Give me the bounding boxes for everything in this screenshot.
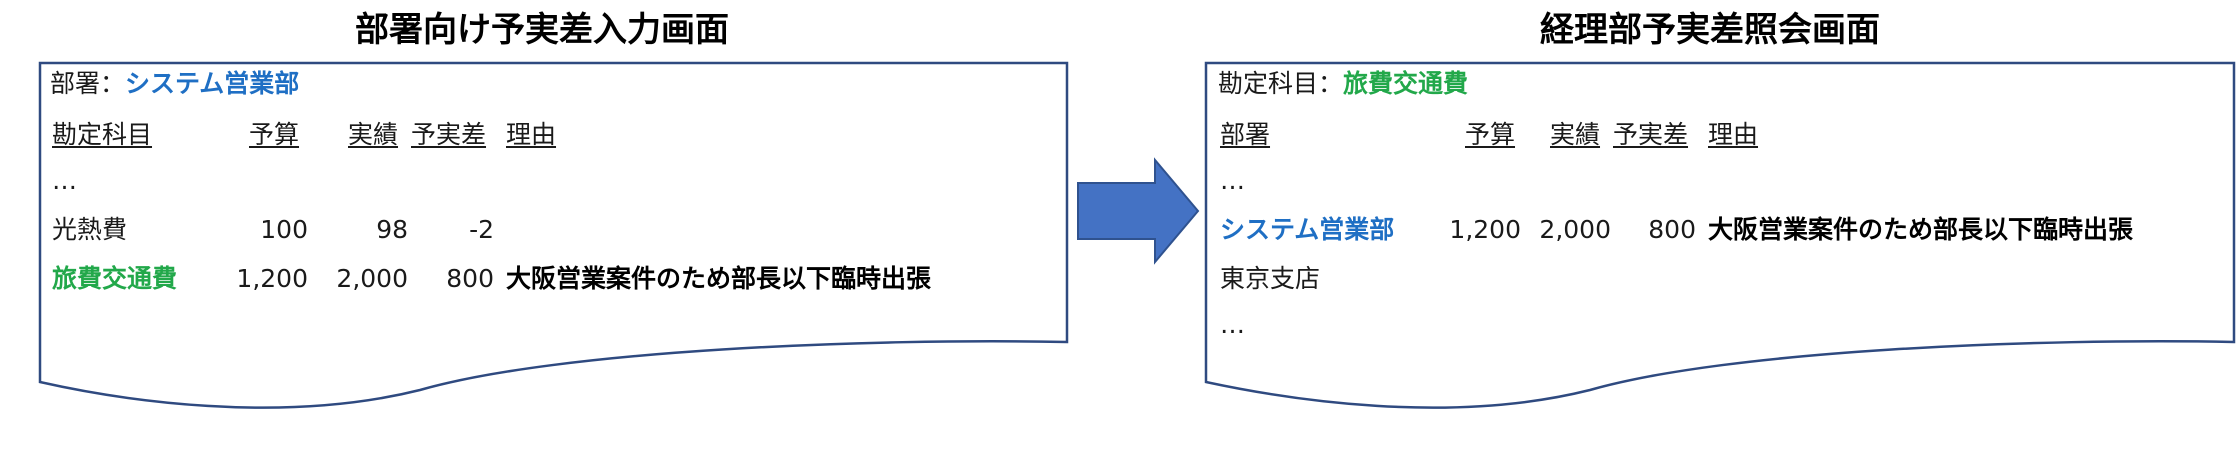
dept-value: システム営業部 bbox=[125, 69, 300, 98]
right-header-row: 部署 予算 実績 予実差 理由 bbox=[0, 118, 2234, 152]
header-actual: 実績 bbox=[348, 120, 399, 149]
right-document-shape bbox=[1204, 61, 2236, 409]
account-value: 旅費交通費 bbox=[1343, 69, 1469, 98]
row-budget: 100 bbox=[260, 215, 308, 244]
header-reason: 理由 bbox=[1708, 120, 1759, 149]
right-arrow-icon bbox=[1077, 157, 1200, 265]
row-diff: 800 bbox=[1648, 215, 1696, 244]
row-dept: 東京支店 bbox=[1220, 264, 1321, 293]
table-row: 光熱費 100 98 -2 bbox=[0, 213, 1060, 247]
header-diff: 予実差 bbox=[411, 120, 487, 149]
left-panel-title: 部署向け予実差入力画面 bbox=[355, 10, 729, 50]
row-reason: 大阪営業案件のため部長以下臨時出張 bbox=[1708, 215, 2134, 244]
row-actual: 2,000 bbox=[336, 264, 408, 293]
row-actual: 98 bbox=[376, 215, 408, 244]
header-diff: 予実差 bbox=[1613, 120, 1689, 149]
right-ellipsis-bottom: … bbox=[1220, 310, 1245, 339]
header-dept: 部署 bbox=[1220, 120, 1271, 149]
row-account: 旅費交通費 bbox=[52, 264, 178, 293]
row-account: 光熱費 bbox=[52, 215, 128, 244]
header-budget: 予算 bbox=[1465, 120, 1516, 149]
dept-label: 部署： bbox=[50, 69, 126, 98]
right-panel-title: 経理部予実差照会画面 bbox=[1540, 10, 1880, 50]
row-diff: -2 bbox=[469, 215, 494, 244]
right-ellipsis-top: … bbox=[1220, 166, 1245, 195]
header-reason: 理由 bbox=[506, 120, 557, 149]
row-budget: 1,200 bbox=[1449, 215, 1521, 244]
table-row: 東京支店 bbox=[1220, 262, 1320, 296]
row-budget: 1,200 bbox=[236, 264, 308, 293]
row-diff: 800 bbox=[446, 264, 494, 293]
row-actual: 2,000 bbox=[1539, 215, 1611, 244]
row-reason: 大阪営業案件のため部長以下臨時出張 bbox=[506, 264, 932, 293]
header-budget: 予算 bbox=[249, 120, 300, 149]
left-header-row: 勘定科目 予算 実績 予実差 理由 bbox=[0, 118, 1060, 152]
header-actual: 実績 bbox=[1550, 120, 1601, 149]
table-row: 旅費交通費 1,200 2,000 800 大阪営業案件のため部長以下臨時出張 bbox=[0, 262, 1060, 296]
right-account-line: 勘定科目：旅費交通費 bbox=[1218, 67, 1468, 101]
table-row: システム営業部 1,200 2,000 800 大阪営業案件のため部長以下臨時出… bbox=[0, 213, 2234, 247]
left-ellipsis: … bbox=[52, 166, 77, 195]
left-document-shape bbox=[38, 61, 1069, 409]
header-account: 勘定科目 bbox=[52, 120, 153, 149]
left-dept-line: 部署：システム営業部 bbox=[50, 67, 299, 101]
row-dept: システム営業部 bbox=[1220, 215, 1395, 244]
account-label: 勘定科目： bbox=[1218, 69, 1344, 98]
